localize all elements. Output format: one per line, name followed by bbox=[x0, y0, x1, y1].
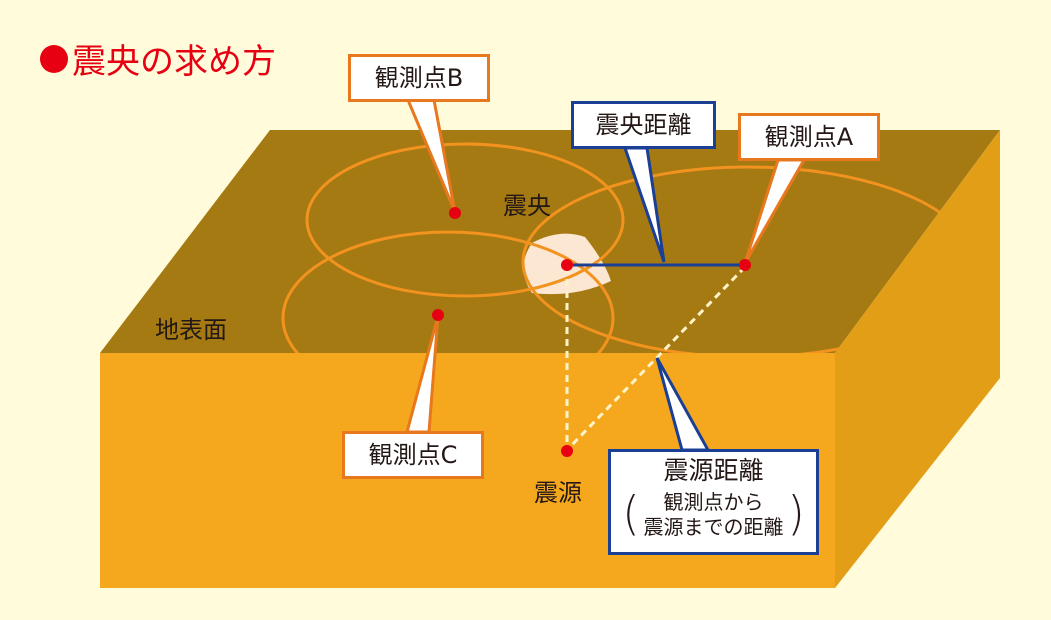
note-text: 観測点から 震源までの距離 bbox=[640, 490, 788, 540]
note-line-2: 震源までの距離 bbox=[643, 515, 784, 539]
callout-hypocentral-distance-title: 震源距離 bbox=[663, 456, 764, 485]
callout-station-a-text: 観測点A bbox=[764, 123, 854, 151]
page-title: 震央の求め方 bbox=[40, 34, 276, 83]
label-ground-surface: 地表面 bbox=[155, 316, 227, 344]
label-epicenter: 震央 bbox=[503, 192, 551, 220]
open-paren: ( bbox=[622, 487, 640, 542]
page-title-text: 震央の求め方 bbox=[72, 42, 276, 82]
callout-station-c-text: 観測点C bbox=[368, 441, 458, 469]
hypocenter-point bbox=[561, 445, 573, 457]
callout-station-b-text: 観測点B bbox=[374, 64, 464, 92]
callout-hypocentral-distance-note: ( 観測点から 震源までの距離 ) bbox=[611, 490, 816, 540]
circle-station-c bbox=[281, 230, 615, 353]
station-a-point bbox=[739, 259, 751, 271]
note-line-1: 観測点から bbox=[663, 490, 764, 514]
epicenter-point bbox=[561, 259, 573, 271]
callout-epicentral-distance-text: 震央距離 bbox=[595, 111, 692, 139]
station-b-point bbox=[449, 207, 461, 219]
circle-station-b bbox=[305, 142, 625, 298]
block-side-face bbox=[835, 130, 1000, 588]
callout-epicentral-distance: 震央距離 bbox=[571, 101, 716, 149]
dotted-line-station-a-hypocenter bbox=[565, 265, 747, 452]
label-hypocenter: 震源 bbox=[534, 479, 582, 507]
callout-station-b: 観測点B bbox=[348, 54, 490, 102]
red-bullet-icon bbox=[40, 44, 68, 73]
callout-station-a: 観測点A bbox=[738, 113, 880, 161]
callout-station-c: 観測点C bbox=[342, 431, 484, 479]
station-c-point bbox=[432, 309, 444, 321]
callout-hypocentral-distance: 震源距離 ( 観測点から 震源までの距離 ) bbox=[608, 449, 819, 555]
close-paren: ) bbox=[787, 487, 805, 542]
